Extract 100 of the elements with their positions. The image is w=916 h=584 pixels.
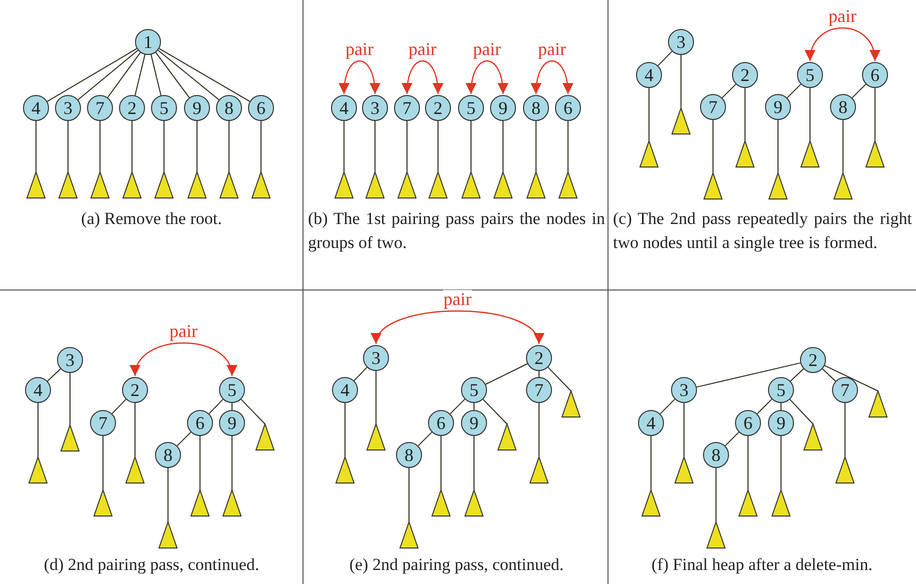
tree-node: 7 — [90, 410, 116, 436]
subtree-triangle — [803, 423, 823, 451]
subtree-triangle — [493, 171, 513, 199]
subtree-triangle — [366, 423, 386, 451]
edge-label: pair — [344, 40, 374, 58]
subtree-triangle — [771, 489, 791, 517]
subtree-link — [344, 402, 346, 458]
tree-node: 5 — [151, 95, 177, 121]
tree-node: 4 — [331, 95, 357, 121]
subtree-link — [196, 120, 198, 172]
tree-edge — [107, 52, 141, 98]
subtree-triangle — [561, 390, 581, 418]
subtree-triangle — [58, 171, 78, 199]
tree-node: 8 — [155, 442, 181, 468]
subtree-triangle — [735, 140, 755, 168]
subtree-triangle — [703, 172, 723, 200]
subtree-triangle — [671, 107, 691, 135]
tree-edge — [790, 368, 804, 382]
subtree-link — [844, 402, 846, 458]
subtree-link — [470, 120, 472, 172]
subtree-triangle — [60, 424, 80, 452]
tree-node: 6 — [187, 410, 213, 436]
tree-node: 3 — [671, 377, 697, 403]
subtree-link — [680, 54, 682, 108]
tree-node: 4 — [636, 62, 662, 88]
subtree-triangle — [154, 171, 174, 199]
edge-label: pair — [408, 40, 438, 58]
subtree-link — [502, 120, 504, 172]
subtree-triangle — [365, 171, 385, 199]
tree-node: 5 — [797, 62, 823, 88]
subtree-triangle — [222, 489, 242, 517]
subtree-link — [406, 120, 408, 172]
subtree-link — [228, 120, 230, 172]
panel-caption: (a) Remove the root. — [80, 208, 223, 230]
pair-arrow — [531, 60, 573, 94]
tree-node: 3 — [55, 95, 81, 121]
tree-node: 7 — [87, 95, 113, 121]
tree-node: 7 — [700, 94, 726, 120]
tree-node: 6 — [862, 62, 888, 88]
tree-node: 7 — [394, 95, 420, 121]
tree-node: 8 — [830, 94, 856, 120]
subtree-link — [408, 468, 410, 522]
tree-node: 6 — [248, 95, 274, 121]
edge-label: pair — [442, 290, 472, 308]
subtree-link — [548, 366, 572, 392]
tree-node: 8 — [396, 442, 422, 468]
tree-node: 9 — [765, 94, 791, 120]
tree-edge — [660, 398, 676, 414]
subtree-triangle — [335, 456, 355, 484]
tree-edge — [150, 54, 162, 96]
tree-edge — [134, 54, 146, 96]
tree-node: 6 — [428, 410, 454, 436]
tree-node: 6 — [735, 410, 761, 436]
subtree-triangle — [800, 140, 820, 168]
tree-node: 7 — [832, 377, 858, 403]
tree-edge — [155, 52, 190, 98]
tree-node: 3 — [362, 95, 388, 121]
tree-edge — [538, 370, 540, 378]
tree-edge — [722, 84, 736, 98]
subtree-triangle — [187, 171, 207, 199]
subtree-triangle — [334, 171, 354, 199]
subtree-link — [482, 398, 508, 424]
subtree-link — [648, 88, 650, 142]
subtree-triangle — [158, 521, 178, 549]
tree-node: 9 — [490, 95, 516, 121]
tree-node: 8 — [523, 95, 549, 121]
tree-node: 1 — [135, 29, 161, 55]
subtree-link — [650, 436, 652, 490]
tree-node: 8 — [703, 442, 729, 468]
pair-arrow — [132, 342, 236, 376]
subtree-triangle — [674, 456, 694, 484]
tree-node: 9 — [219, 410, 245, 436]
subtree-triangle — [90, 171, 110, 199]
subtree-link — [440, 436, 442, 490]
subtree-triangle — [397, 171, 417, 199]
subtree-link — [874, 88, 876, 142]
tree-node: 8 — [216, 95, 242, 121]
subtree-triangle — [639, 140, 659, 168]
subtree-link — [134, 402, 136, 458]
subtree-triangle — [865, 140, 885, 168]
pair-arrow — [339, 60, 380, 94]
tree-edge — [658, 50, 672, 66]
subtree-triangle — [461, 171, 481, 199]
tree-node: 2 — [800, 347, 826, 373]
subtree-triangle — [833, 172, 853, 200]
tree-node: 9 — [461, 410, 487, 436]
tree-node: 6 — [555, 95, 581, 121]
panel-caption: (e) 2nd pairing pass, continued. — [348, 554, 565, 576]
subtree-triangle — [399, 521, 419, 549]
subtree-link — [780, 436, 782, 490]
tree-node: 3 — [57, 347, 83, 373]
tree-node: 4 — [23, 95, 49, 121]
panel-caption: (c) The 2nd pass repeatedly pairs the right two nodes until a single tree is formed. — [613, 208, 912, 254]
edge-label: pair — [472, 40, 502, 58]
subtree-triangle — [868, 390, 888, 418]
tree-edge — [852, 84, 866, 98]
subtree-link — [712, 120, 714, 174]
subtree-link — [538, 402, 540, 458]
panel-caption: (f) Final heap after a delete-min. — [650, 554, 874, 576]
tree-node: 2 — [732, 62, 758, 88]
